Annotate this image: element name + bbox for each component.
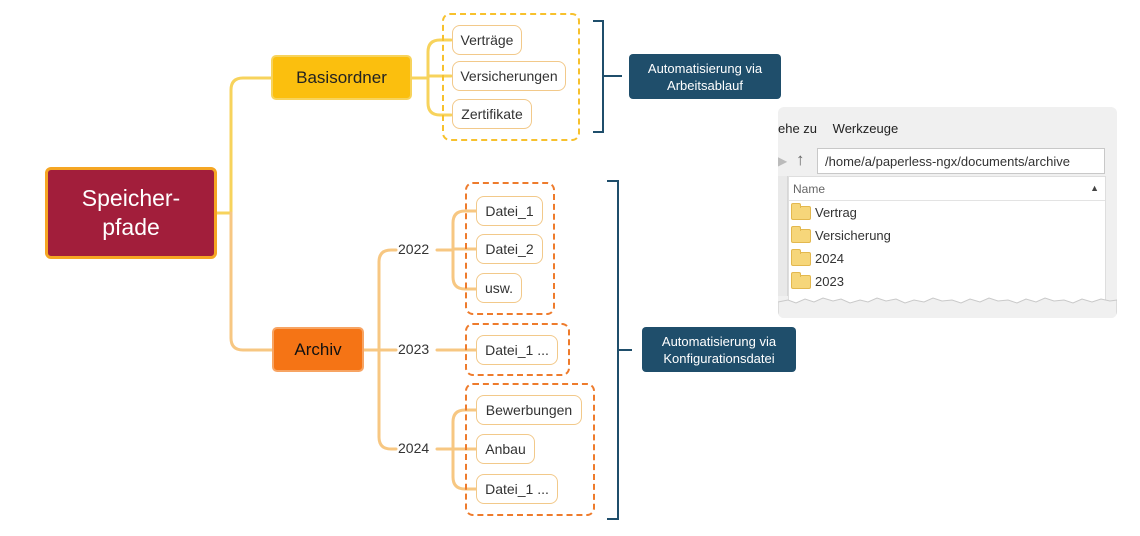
leaf-2022-usw[interactable]: usw.: [476, 273, 522, 303]
folder-row[interactable]: 2024: [789, 247, 1105, 270]
folder-icon: [791, 202, 811, 220]
bracket-basis: [593, 20, 604, 133]
badge-config-line-1: Automatisierung via: [661, 333, 777, 349]
group-2022-items: [465, 182, 555, 315]
badge-automation-workflow: Automatisierung via Arbeitsablauf: [629, 54, 781, 99]
year-2024[interactable]: 2024: [398, 440, 430, 456]
folder-icon: [791, 271, 811, 289]
folder-name: 2024: [815, 251, 844, 266]
root-line-1: Speicher-: [81, 185, 181, 211]
folder-icon: [791, 248, 811, 266]
group-2024-items: [465, 383, 595, 516]
menu-item-werkzeuge[interactable]: Werkzeuge: [832, 121, 899, 136]
group-2023-items: [465, 323, 570, 376]
folder-name: 2023: [815, 274, 844, 289]
column-header-label: Name: [793, 182, 826, 196]
leaf-2022-datei2[interactable]: Datei_2: [476, 234, 543, 264]
leaf-2024-anbau[interactable]: Anbau: [476, 434, 535, 464]
leaf-versicherungen[interactable]: Versicherungen: [452, 61, 566, 91]
badge-workflow-line-1: Automatisierung via: [647, 60, 763, 76]
file-manager-menubar: ehe zu Werkzeuge: [778, 121, 910, 136]
year-2022[interactable]: 2022: [398, 241, 430, 257]
leaf-2022-datei1[interactable]: Datei_1: [476, 196, 543, 226]
year-2023[interactable]: 2023: [398, 341, 430, 357]
sort-asc-icon[interactable]: ▲: [1090, 183, 1099, 193]
leaf-vertraege[interactable]: Verträge: [452, 25, 522, 55]
root-line-2: pfade: [102, 214, 160, 240]
path-input[interactable]: /home/a/paperless-ngx/documents/archive: [817, 148, 1105, 174]
file-list: Name ▲ Vertrag Versicherung 2024 2023: [788, 176, 1106, 318]
branch-archiv[interactable]: Archiv: [272, 327, 364, 372]
badge-config-line-2: Konfigurationsdatei: [663, 350, 775, 366]
group-basisordner-items: [442, 13, 580, 141]
leaf-zertifikate[interactable]: Zertifikate: [452, 99, 532, 129]
root-node-speicherpfade[interactable]: Speicher- pfade: [45, 167, 217, 259]
badge-workflow-line-2: Arbeitsablauf: [667, 77, 743, 93]
menu-item-gehe-zu[interactable]: ehe zu: [778, 121, 818, 136]
file-manager-navbar: ▶ ↑ /home/a/paperless-ngx/documents/arch…: [778, 148, 1117, 178]
badge-automation-config: Automatisierung via Konfigurationsdatei: [642, 327, 796, 372]
folder-row[interactable]: Vertrag: [789, 201, 1105, 224]
up-arrow-icon[interactable]: ↑: [796, 150, 805, 169]
branch-basisordner[interactable]: Basisordner: [271, 55, 412, 100]
folder-icon: [791, 225, 811, 243]
leaf-2024-bewerbungen[interactable]: Bewerbungen: [476, 395, 582, 425]
folder-name: Versicherung: [815, 228, 891, 243]
folder-row[interactable]: 2023: [789, 270, 1105, 293]
folder-row[interactable]: Versicherung: [789, 224, 1105, 247]
back-arrow-icon[interactable]: ▶: [778, 154, 788, 168]
file-manager-sidebar: [778, 176, 788, 296]
leaf-2024-datei1[interactable]: Datei_1 ...: [476, 474, 558, 504]
bracket-archiv: [607, 180, 619, 520]
leaf-2023-datei1[interactable]: Datei_1 ...: [476, 335, 558, 365]
file-manager-window: ehe zu Werkzeuge ▶ ↑ /home/a/paperless-n…: [778, 107, 1117, 318]
folder-name: Vertrag: [815, 205, 857, 220]
torn-edge: [778, 297, 1117, 318]
column-header-name[interactable]: Name ▲: [789, 177, 1105, 201]
